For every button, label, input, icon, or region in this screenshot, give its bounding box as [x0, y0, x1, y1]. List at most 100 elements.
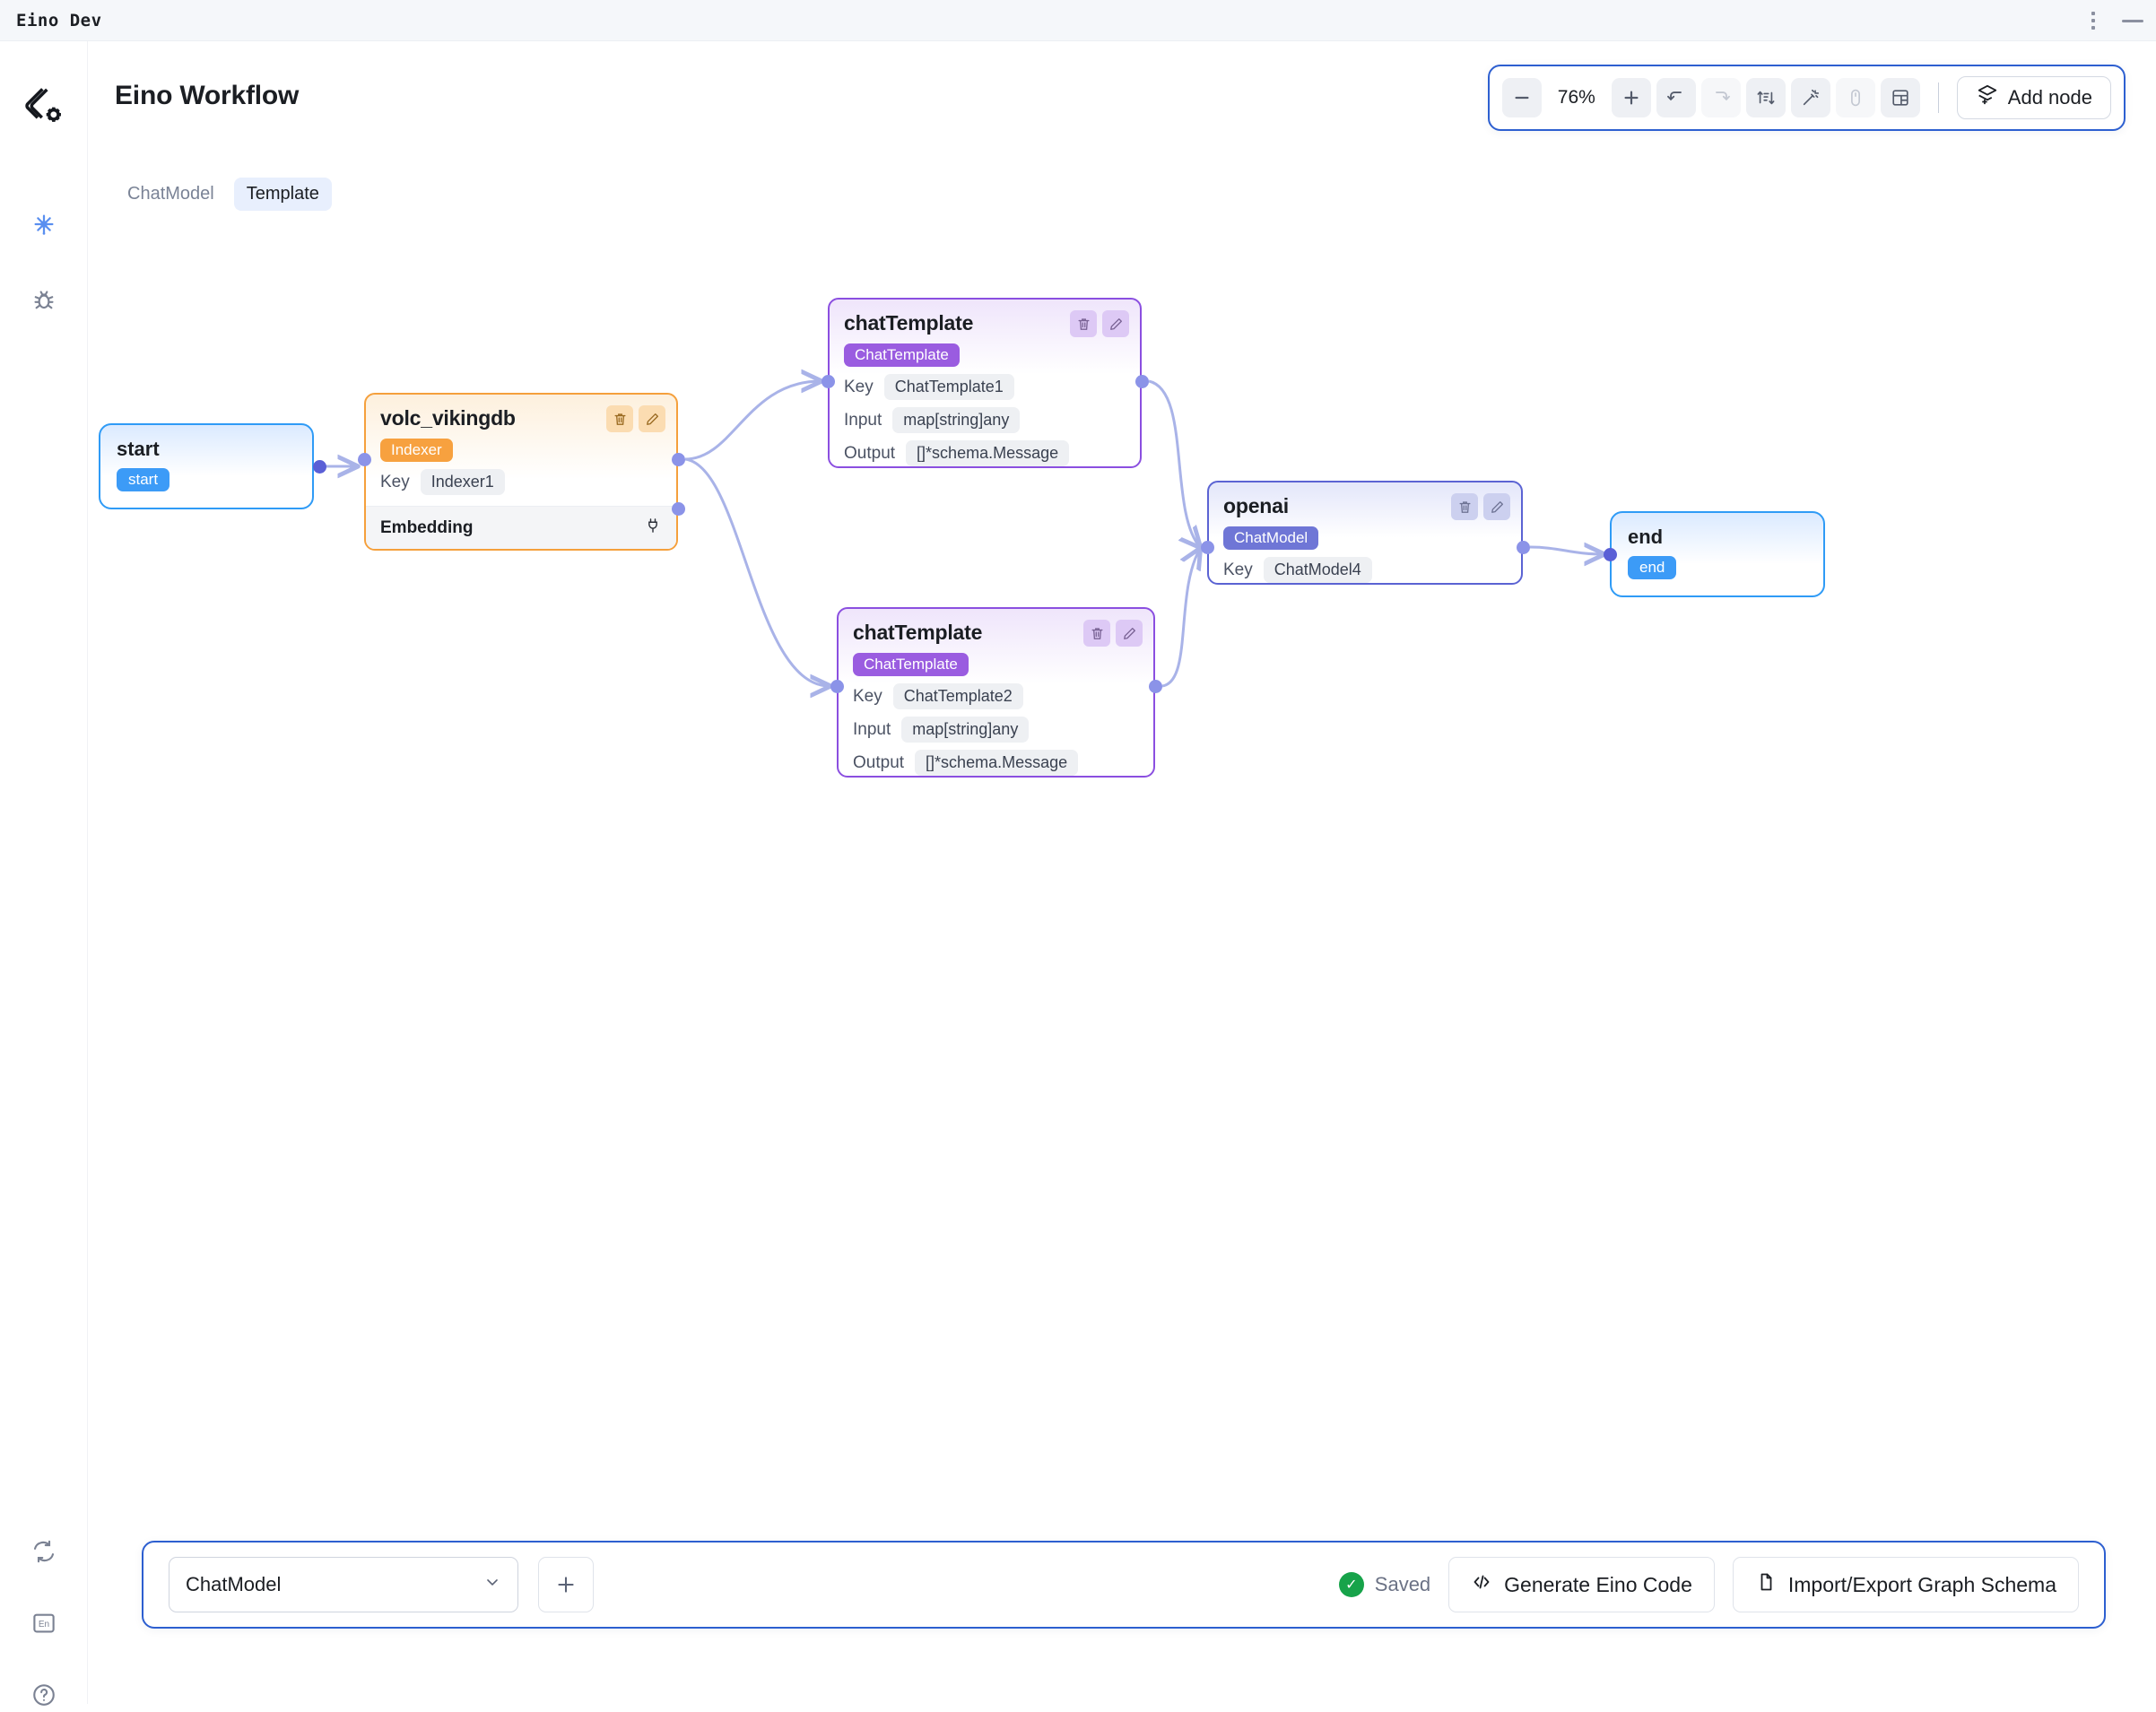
sort-order-button[interactable]: [1745, 78, 1786, 117]
node-chattemplate-1-type: ChatTemplate: [844, 343, 960, 367]
tab-template[interactable]: Template: [233, 178, 332, 211]
pencil-icon[interactable]: [1102, 310, 1129, 337]
zoom-out-button[interactable]: [1501, 78, 1542, 117]
node-chattemplate-2[interactable]: chatTemplate ChatTemplate Key ChatTempla…: [837, 607, 1155, 778]
node-openai[interactable]: openai ChatModel Key ChatModel4: [1207, 481, 1523, 585]
save-status: ✓ Saved: [1338, 1572, 1431, 1597]
port-openai-in[interactable]: [1201, 541, 1214, 554]
port-volc-vikingdb-in[interactable]: [358, 453, 371, 466]
node-volc-vikingdb-embedding-slot[interactable]: Embedding: [366, 506, 676, 549]
kebab-menu-icon[interactable]: [2086, 6, 2100, 35]
row-key-label: Key: [1223, 560, 1253, 579]
row-key-label: Key: [380, 472, 410, 491]
port-volc-vikingdb-embedding[interactable]: [672, 502, 685, 516]
minimize-icon[interactable]: [2122, 19, 2143, 22]
node-volc-vikingdb-type: Indexer: [380, 439, 453, 462]
port-openai-out[interactable]: [1517, 541, 1530, 554]
node-chattemplate-1-input-row: Input map[string]any: [830, 400, 1140, 433]
mouse-pointer-button[interactable]: [1835, 78, 1875, 117]
row-output-label: Output: [853, 752, 905, 772]
sidebar-item-debug[interactable]: [27, 283, 61, 317]
import-export-graph-schema-label: Import/Export Graph Schema: [1787, 1572, 2056, 1596]
add-node-button[interactable]: Add node: [1956, 76, 2111, 119]
sidebar-item-graph[interactable]: [27, 207, 61, 241]
node-chattemplate-2-type: ChatTemplate: [853, 653, 969, 676]
app-title: Eino Dev: [16, 10, 102, 30]
row-output-value: []*schema.Message: [906, 440, 1070, 466]
chevron-down-icon: [483, 1573, 501, 1596]
canvas-toolbar: 76%: [1487, 65, 2126, 131]
bottom-action-bar: ChatModel ✓ Saved Generate Eino Code Imp…: [142, 1541, 2106, 1629]
row-input-label: Input: [853, 719, 891, 739]
port-volc-vikingdb-out[interactable]: [672, 453, 685, 466]
page-title: Eino Workflow: [115, 81, 300, 110]
undo-button[interactable]: [1656, 78, 1696, 117]
sidebar-item-sync[interactable]: [27, 1534, 61, 1569]
row-key-value: ChatTemplate2: [892, 683, 1023, 709]
port-chattemplate-2-in[interactable]: [830, 680, 844, 693]
node-type-select-value: ChatModel: [186, 1573, 282, 1595]
trash-icon[interactable]: [606, 405, 633, 432]
pencil-icon[interactable]: [1116, 620, 1143, 647]
add-node-label: Add node: [2007, 86, 2092, 109]
sidebar-item-help[interactable]: [27, 1678, 61, 1712]
node-start-title: start: [117, 438, 160, 460]
zoom-level-label: 76%: [1557, 87, 1595, 108]
node-start-badge: start: [117, 468, 170, 491]
node-chattemplate-1[interactable]: chatTemplate ChatTemplate Key ChatTempla…: [828, 298, 1142, 468]
svg-text:En: En: [39, 1620, 49, 1629]
node-end-badge: end: [1628, 556, 1677, 579]
add-node-type-button[interactable]: [538, 1557, 594, 1612]
save-status-label: Saved: [1374, 1573, 1431, 1595]
row-key-value: Indexer1: [420, 469, 505, 495]
port-start-out[interactable]: [313, 460, 326, 474]
pencil-icon[interactable]: [1483, 493, 1510, 520]
trash-icon[interactable]: [1083, 620, 1110, 647]
node-openai-key-row: Key ChatModel4: [1209, 550, 1521, 583]
node-volc-vikingdb-title: volc_vikingdb: [380, 406, 516, 430]
pencil-icon[interactable]: [639, 405, 665, 432]
tab-chatmodel[interactable]: ChatModel: [127, 184, 214, 204]
row-output-label: Output: [844, 443, 896, 463]
zoom-in-button[interactable]: [1611, 78, 1651, 117]
row-key-value: ChatTemplate1: [883, 374, 1014, 400]
redo-button: [1700, 78, 1741, 117]
node-chattemplate-2-title: chatTemplate: [853, 621, 983, 644]
code-brackets-icon: [1471, 1571, 1492, 1598]
node-start[interactable]: start start: [99, 423, 314, 509]
document-icon: [1755, 1571, 1777, 1598]
port-chattemplate-1-in[interactable]: [822, 375, 835, 388]
row-input-label: Input: [844, 410, 882, 430]
port-chattemplate-1-out[interactable]: [1135, 375, 1149, 388]
window-title-bar: Eino Dev: [0, 0, 2156, 41]
node-type-select[interactable]: ChatModel: [169, 1557, 518, 1612]
node-chattemplate-2-output-row: Output []*schema.Message: [839, 743, 1153, 776]
port-end-in[interactable]: [1604, 548, 1617, 561]
trash-icon[interactable]: [1070, 310, 1097, 337]
workflow-canvas[interactable]: start start volc_vikingdb Indexer Key In…: [88, 215, 2156, 1489]
embedding-label: Embedding: [380, 517, 474, 537]
eino-logo-icon: [22, 84, 66, 129]
node-chattemplate-1-output-row: Output []*schema.Message: [830, 433, 1140, 466]
window-controls: [2086, 0, 2143, 41]
generate-eino-code-button[interactable]: Generate Eino Code: [1448, 1557, 1715, 1612]
trash-icon[interactable]: [1451, 493, 1478, 520]
node-chattemplate-1-title: chatTemplate: [844, 311, 974, 335]
magic-wand-button[interactable]: [1790, 78, 1830, 117]
add-layers-icon: [1976, 83, 1999, 112]
plug-connector-icon: [644, 517, 662, 539]
bottom-bar-actions: ✓ Saved Generate Eino Code Import/Export…: [1338, 1557, 2079, 1612]
left-rail: En: [0, 41, 88, 1706]
node-volc-vikingdb[interactable]: volc_vikingdb Indexer Key Indexer1 Embed…: [364, 393, 678, 551]
port-chattemplate-2-out[interactable]: [1149, 680, 1162, 693]
row-key-label: Key: [844, 377, 874, 396]
toolbar-divider: [1937, 83, 1939, 113]
row-input-value: map[string]any: [892, 407, 1021, 433]
sidebar-item-language[interactable]: En: [27, 1606, 61, 1640]
generate-eino-code-label: Generate Eino Code: [1504, 1572, 1692, 1596]
node-end-title: end: [1628, 526, 1664, 548]
import-export-graph-schema-button[interactable]: Import/Export Graph Schema: [1732, 1557, 2079, 1612]
grid-layout-button[interactable]: [1880, 78, 1920, 117]
row-key-label: Key: [853, 686, 882, 706]
node-end[interactable]: end end: [1610, 511, 1825, 597]
